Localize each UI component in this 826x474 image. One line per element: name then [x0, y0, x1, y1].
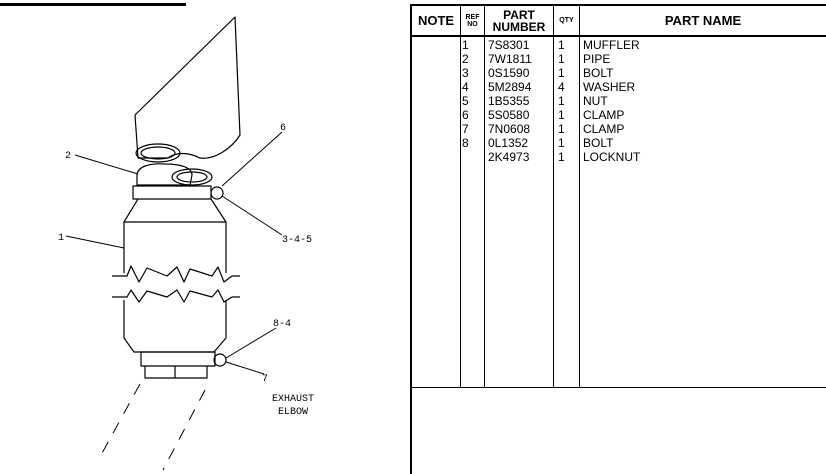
table-row: 3 0S1590 1 BOLT [410, 66, 826, 80]
part-name-cell: NUT [583, 94, 608, 108]
header-ref-no: REF NO [461, 6, 484, 35]
exploded-parts-diagram: 1 2 6 3-4-5 8-4 7 EXHAUST ELBOW [0, 3, 314, 471]
qty-cell: 1 [558, 94, 565, 108]
part-number-cell: 0S1590 [488, 66, 530, 80]
upper-clamp-band [132, 185, 212, 200]
parts-list-table: NOTE REF NO PART NUMBER QTY PART NAME 1 … [410, 4, 826, 474]
lower-clamp-band [140, 351, 216, 367]
outlet-extension-left [100, 383, 141, 456]
leader-line-1 [65, 235, 125, 249]
qty-cell: 1 [558, 52, 565, 66]
part-number-cell: 2K4973 [488, 150, 530, 164]
caption-line-1: EXHAUST [272, 394, 314, 405]
table-row: 6 5S0580 1 CLAMP [410, 108, 826, 122]
ref-no-cell: 8 [462, 136, 469, 150]
leader-line-6 [221, 131, 283, 187]
table-row: 1 7S8301 1 MUFFLER [410, 38, 826, 52]
column-divider-part [553, 4, 554, 388]
part-name-cell: CLAMP [583, 122, 625, 136]
table-row: 4 5M2894 4 WASHER [410, 80, 826, 94]
column-divider-ref [484, 4, 485, 388]
leader-line-3-4-5 [221, 195, 283, 236]
pipe-part [136, 163, 193, 186]
qty-cell: 4 [558, 80, 565, 94]
leader-line-8-4 [225, 327, 277, 359]
callout-2: 2 [65, 151, 71, 162]
part-name-cell: MUFFLER [583, 38, 640, 52]
caption-line-2: ELBOW [278, 407, 308, 418]
parts-rows: 1 7S8301 1 MUFFLER 2 7W1811 1 PIPE 3 0S1… [410, 38, 826, 164]
header-part-name: PART NAME [664, 13, 742, 28]
ref-no-cell: 2 [462, 52, 469, 66]
table-row: 2K4973 1 LOCKNUT [410, 150, 826, 164]
header-note: NOTE [417, 13, 455, 28]
header-ref-line1: REF [465, 13, 480, 21]
leader-line-2 [74, 154, 139, 175]
part-number-cell: 5S0580 [488, 108, 530, 122]
outlet-pipe [144, 366, 208, 379]
table-header-border [410, 35, 826, 37]
header-part-number: PART NUMBER [485, 6, 553, 35]
qty-cell: 1 [558, 108, 565, 122]
header-qty: QTY [559, 17, 574, 24]
ref-no-cell: 4 [462, 80, 469, 94]
callout-1: 1 [58, 233, 64, 244]
part-name-cell: BOLT [583, 66, 614, 80]
leader-line-7 [225, 361, 265, 375]
table-left-border [410, 4, 412, 474]
part-number-cell: 7W1811 [488, 52, 532, 66]
ref-no-cell: 7 [462, 122, 469, 136]
muffler-break-top [112, 265, 240, 283]
part-number-cell: 7S8301 [488, 38, 530, 52]
exhaust-elbow-shape [134, 16, 241, 159]
table-row: 5 1B5355 1 NUT [410, 94, 826, 108]
part-number-cell: 1B5355 [488, 94, 530, 108]
qty-cell: 1 [558, 38, 565, 52]
table-row: 2 7W1811 1 PIPE [410, 52, 826, 66]
callout-6: 6 [280, 123, 286, 134]
part-number-cell: 5M2894 [488, 80, 532, 94]
part-name-cell: PIPE [583, 52, 611, 66]
qty-cell: 1 [558, 122, 565, 136]
table-row: 7 7N0608 1 CLAMP [410, 122, 826, 136]
muffler-lower-body [123, 300, 227, 353]
header-part-line1: PART [503, 7, 535, 22]
table-body-border [410, 387, 826, 388]
column-divider-qty [579, 4, 580, 388]
ref-no-cell: 5 [462, 94, 469, 108]
pipe-top-ring [171, 168, 213, 186]
column-divider-note [460, 4, 461, 388]
callout-3-4-5: 3-4-5 [282, 235, 312, 246]
part-number-cell: 7N0608 [488, 122, 531, 136]
elbow-outlet-ring [135, 143, 181, 163]
qty-cell: 1 [558, 66, 565, 80]
qty-cell: 1 [558, 150, 565, 164]
qty-cell: 1 [558, 136, 565, 150]
ref-no-cell: 6 [462, 108, 469, 122]
header-part-line2: NUMBER [492, 19, 546, 34]
ref-no-cell: 1 [462, 38, 469, 52]
top-rule [0, 3, 186, 6]
part-name-cell: CLAMP [583, 108, 625, 122]
header-ref-line2: NO [467, 20, 478, 28]
part-number-cell: 0L1352 [488, 136, 529, 150]
callout-8-4: 8-4 [273, 319, 291, 330]
table-top-border [410, 4, 826, 6]
part-name-cell: LOCKNUT [583, 150, 641, 164]
elbow-outlet-ring-inner [140, 146, 176, 160]
outlet-extension-right [162, 389, 206, 471]
part-name-cell: BOLT [583, 136, 614, 150]
upper-clamp-bolt [210, 186, 224, 200]
muffler-break-bottom [112, 289, 240, 303]
part-name-cell: WASHER [583, 80, 636, 94]
muffler-upper-body [123, 198, 227, 273]
lower-clamp-bolt [213, 353, 227, 367]
pipe-top-ring-inner [176, 171, 208, 183]
ref-no-cell: 3 [462, 66, 469, 80]
callout-7: 7 [262, 374, 268, 385]
table-row: 8 0L1352 1 BOLT [410, 136, 826, 150]
